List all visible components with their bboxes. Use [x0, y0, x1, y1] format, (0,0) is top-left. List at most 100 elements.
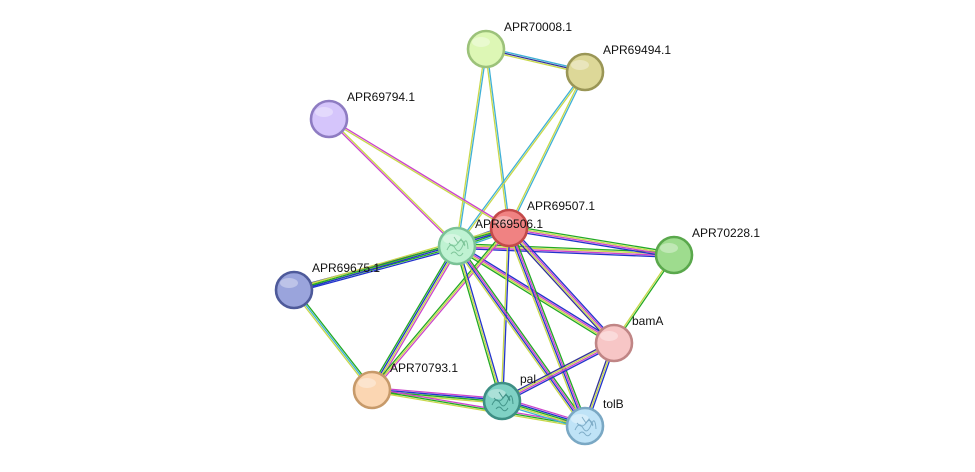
edge-strand	[509, 227, 587, 426]
node-APR69494[interactable]	[565, 52, 605, 92]
edge-strand	[506, 228, 584, 428]
edge-strand	[372, 246, 459, 391]
node-pal[interactable]	[482, 381, 522, 421]
node-circle[interactable]	[309, 99, 349, 139]
node-label: tolB	[603, 397, 624, 411]
edge-APR70008-APR69506[interactable]	[455, 48, 488, 247]
node-label: APR69507.1	[527, 199, 595, 213]
node-circle[interactable]	[482, 381, 522, 421]
edge-APR69506-tolB[interactable]	[454, 244, 588, 428]
edge-strand	[507, 71, 585, 228]
edge-strand	[370, 245, 457, 390]
edge-strand	[372, 387, 586, 426]
edge-APR69507-bamA[interactable]	[506, 225, 617, 346]
node-APR69506[interactable]	[437, 226, 477, 266]
node-highlight	[571, 60, 589, 70]
edge-strand	[507, 228, 614, 344]
node-APR70228[interactable]	[654, 235, 694, 275]
edge-APR69506-pal[interactable]	[454, 245, 505, 402]
edge-strand	[454, 246, 502, 402]
protein-structure-icon	[446, 236, 469, 257]
node-APR70793[interactable]	[352, 370, 392, 410]
node-APR69794[interactable]	[309, 99, 349, 139]
node-circle[interactable]	[594, 323, 634, 363]
node-layer	[274, 29, 694, 446]
edge-APR69507-APR70228[interactable]	[508, 224, 675, 259]
node-label: APR69675.1	[312, 261, 380, 275]
node-circle[interactable]	[565, 406, 605, 446]
icon-stroke	[498, 391, 511, 402]
node-highlight	[280, 278, 298, 288]
node-circle[interactable]	[274, 270, 314, 310]
node-APR69675[interactable]	[274, 270, 314, 310]
protein-structure-icon	[574, 416, 597, 437]
edge-strand	[502, 344, 616, 404]
node-label: APR70228.1	[692, 226, 760, 240]
edge-strand	[486, 48, 511, 228]
node-label: pal	[520, 372, 536, 386]
node-circle[interactable]	[466, 29, 506, 69]
edge-strand	[373, 246, 460, 392]
edge-strand	[510, 225, 617, 342]
edge-strand	[371, 227, 510, 391]
edge-APR69506-APR70793[interactable]	[369, 244, 460, 392]
edge-strand	[457, 49, 488, 247]
edge-strand	[457, 245, 505, 401]
edge-APR69675-APR70793[interactable]	[292, 288, 374, 392]
icon-stroke	[495, 406, 509, 412]
node-highlight	[660, 243, 678, 253]
edge-APR69794-APR69507[interactable]	[328, 117, 510, 230]
edge-APR69507-tolB[interactable]	[506, 226, 588, 428]
edge-APR70793-tolB[interactable]	[371, 387, 586, 429]
edge-strand	[506, 229, 613, 346]
edge-APR70008-APR69507[interactable]	[484, 48, 511, 229]
edge-strand	[370, 226, 509, 390]
node-highlight	[472, 37, 490, 47]
edge-APR69794-APR69506[interactable]	[327, 117, 459, 248]
edge-APR69507-APR70793[interactable]	[370, 226, 511, 392]
edge-strand	[371, 389, 586, 427]
node-label: APR69506.1	[475, 217, 543, 231]
edge-strand	[329, 117, 510, 228]
node-highlight	[495, 216, 513, 226]
edge-strand	[456, 245, 503, 402]
node-highlight	[358, 378, 376, 388]
node-circle[interactable]	[489, 208, 529, 248]
edge-strand	[501, 341, 614, 401]
edge-strand	[372, 388, 503, 401]
icon-stroke	[578, 431, 592, 437]
edge-strand	[457, 72, 587, 247]
protein-structure-icon	[491, 391, 514, 412]
edge-strand	[509, 227, 616, 343]
edge-layer	[292, 46, 676, 430]
icon-stroke	[450, 251, 464, 257]
node-circle[interactable]	[352, 370, 392, 410]
node-circle[interactable]	[565, 52, 605, 92]
edge-strand	[502, 343, 615, 403]
node-circle[interactable]	[437, 226, 477, 266]
node-label: bamA	[632, 314, 663, 328]
node-tolB[interactable]	[565, 406, 605, 446]
node-label: APR69794.1	[347, 90, 415, 104]
edge-strand	[510, 226, 588, 426]
edge-strand	[457, 245, 587, 426]
edge-strand	[329, 117, 459, 246]
node-APR70008[interactable]	[466, 29, 506, 69]
edge-strand	[328, 119, 509, 230]
edge-strand	[509, 226, 675, 255]
icon-stroke	[453, 236, 466, 247]
label-layer: APR70008.1APR69494.1APR69794.1APR69507.1…	[312, 20, 760, 411]
edge-strand	[294, 288, 374, 390]
edge-strand	[508, 229, 674, 259]
edge-APR69494-APR69506[interactable]	[455, 71, 587, 247]
edge-bamA-pal[interactable]	[500, 340, 616, 404]
node-circle[interactable]	[654, 235, 694, 275]
edge-strand	[500, 340, 614, 400]
edge-strand	[369, 244, 456, 390]
node-APR69507[interactable]	[489, 208, 529, 248]
edge-strand	[454, 247, 584, 428]
edge-APR69494-APR69507[interactable]	[507, 71, 587, 229]
node-bamA[interactable]	[594, 323, 634, 363]
edge-strand	[509, 224, 675, 254]
